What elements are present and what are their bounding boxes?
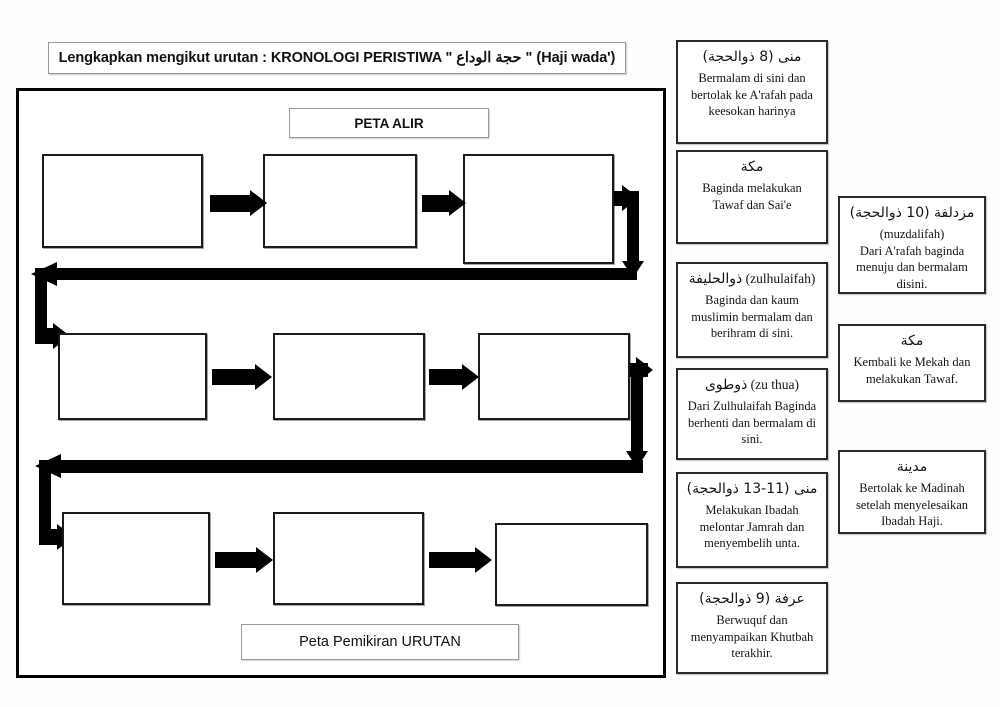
connector-row3-entry-shaft bbox=[39, 529, 61, 545]
info-card-zulhulaifah[interactable]: ذوالحليفة (zulhulaifah) Baginda dan kaum… bbox=[676, 262, 828, 358]
worksheet-title-banner: Lengkapkan mengikut urutan : KRONOLOGI P… bbox=[48, 42, 626, 74]
arrow-7-to-8-shaft bbox=[215, 552, 256, 568]
flow-map-frame: PETA ALIR Peta Pemikiran URUTAN bbox=[16, 88, 666, 678]
info-card-body: Bermalam di sini dan bertolak ke A'rafah… bbox=[691, 71, 813, 119]
flow-box-2[interactable] bbox=[263, 154, 417, 248]
arabic-label: مزدلفة (10 ذوالحجة) bbox=[849, 205, 975, 221]
arrow-1-to-2-shaft bbox=[210, 195, 250, 212]
connector-row3-left-vertical bbox=[39, 460, 51, 542]
arrow-5-to-6-shaft bbox=[429, 369, 462, 385]
flow-box-7[interactable] bbox=[62, 512, 210, 605]
arrow-5-to-6-head bbox=[462, 364, 479, 390]
info-card-heading: عرفة (9 ذوالحجة) bbox=[686, 590, 818, 608]
arabic-label: ذوطوى bbox=[704, 377, 748, 393]
info-card-arafah-9[interactable]: عرفة (9 ذوالحجة) Berwuquf dan menyampaik… bbox=[676, 582, 828, 674]
info-card-roman: (muzdalifah) bbox=[879, 227, 945, 242]
arabic-label: منى (11-13 ذوالحجة) bbox=[686, 481, 818, 497]
info-card-heading: مكة bbox=[686, 158, 818, 176]
info-card-mecca-return[interactable]: مكة Kembali ke Mekah dan melakukan Tawaf… bbox=[838, 324, 986, 402]
connector-row2-left-vertical bbox=[35, 268, 47, 340]
info-card-body: Dari Zulhulaifah Baginda berhenti dan be… bbox=[687, 399, 817, 447]
info-card-body: Melakukan Ibadah melontar Jamrah dan men… bbox=[699, 503, 805, 551]
arrow-1-to-2-head bbox=[250, 190, 267, 216]
info-card-heading: مزدلفة (10 ذوالحجة) bbox=[848, 204, 976, 222]
arabic-label: مكة bbox=[740, 159, 764, 175]
info-card-mecca-tawaf-sai[interactable]: مكة Baginda melakukan Tawaf dan Sai'e bbox=[676, 150, 828, 244]
flow-map-heading-text: PETA ALIR bbox=[354, 115, 424, 131]
flow-box-1[interactable] bbox=[42, 154, 203, 248]
arabic-label: منى (8 ذوالحجة) bbox=[702, 49, 802, 65]
arrow-8-to-9-shaft bbox=[429, 552, 475, 568]
info-card-body: Baginda melakukan Tawaf dan Sai'e bbox=[702, 181, 802, 212]
arrow-2-to-3-shaft bbox=[422, 195, 449, 212]
roman-label: (zu thua) bbox=[750, 377, 800, 392]
info-card-mina-11-13[interactable]: منى (11-13 ذوالحجة) Melakukan Ibadah mel… bbox=[676, 472, 828, 568]
info-card-heading: منى (8 ذوالحجة) bbox=[686, 48, 818, 66]
flow-box-6[interactable] bbox=[478, 333, 630, 420]
flow-map-footer-text: Peta Pemikiran URUTAN bbox=[299, 634, 461, 650]
info-card-body: Kembali ke Mekah dan melakukan Tawaf. bbox=[853, 355, 971, 386]
flow-map-footer-box: Peta Pemikiran URUTAN bbox=[241, 624, 519, 660]
info-card-mina-8[interactable]: منى (8 ذوالحجة) Bermalam di sini dan ber… bbox=[676, 40, 828, 144]
return-arrow-row2-shaft bbox=[49, 460, 643, 473]
info-card-madinah[interactable]: مدينة Bertolak ke Madinah setelah menyel… bbox=[838, 450, 986, 534]
info-card-heading: ذوطوى (zu thua) bbox=[686, 376, 818, 394]
arrow-4-to-5-shaft bbox=[212, 369, 255, 385]
arrow-8-to-9-head bbox=[475, 547, 492, 573]
info-card-heading: ذوالحليفة (zulhulaifah) bbox=[686, 270, 818, 288]
arrow-4-to-5-head bbox=[255, 364, 272, 390]
flow-box-3[interactable] bbox=[463, 154, 614, 264]
connector-row2-entry-shaft bbox=[35, 328, 57, 344]
flow-map-heading-box: PETA ALIR bbox=[289, 108, 489, 138]
flow-box-5[interactable] bbox=[273, 333, 425, 420]
arabic-label: مكة bbox=[900, 333, 924, 349]
info-card-heading: مكة bbox=[848, 332, 976, 350]
info-card-body: Berwuquf dan menyampaikan Khutbah terakh… bbox=[690, 613, 814, 661]
info-card-zu-thua[interactable]: ذوطوى (zu thua) Dari Zulhulaifah Baginda… bbox=[676, 368, 828, 460]
arabic-label: مدينة bbox=[896, 459, 928, 475]
flow-box-4[interactable] bbox=[58, 333, 207, 420]
flow-box-9[interactable] bbox=[495, 523, 648, 606]
connector-row2-vertical bbox=[631, 363, 643, 459]
info-card-heading: منى (11-13 ذوالحجة) bbox=[686, 480, 818, 498]
info-card-heading: مدينة bbox=[848, 458, 976, 476]
return-arrow-row1-shaft bbox=[45, 268, 637, 280]
info-card-body: Bertolak ke Madinah setelah menyelesaika… bbox=[855, 481, 969, 529]
arabic-label: ذوالحليفة bbox=[688, 271, 743, 287]
arrow-2-to-3-head bbox=[449, 190, 466, 216]
info-card-body: Dari A'rafah baginda menuju dan bermalam… bbox=[856, 243, 968, 291]
connector-row1-vertical bbox=[627, 191, 639, 269]
worksheet-title-text: Lengkapkan mengikut urutan : KRONOLOGI P… bbox=[58, 50, 616, 66]
info-card-body: Baginda dan kaum muslimin bermalam dan b… bbox=[691, 293, 813, 341]
info-card-muzdalifah[interactable]: مزدلفة (10 ذوالحجة) (muzdalifah) Dari A'… bbox=[838, 196, 986, 294]
flow-box-8[interactable] bbox=[273, 512, 424, 605]
arrow-7-to-8-head bbox=[256, 547, 273, 573]
roman-label: (zulhulaifah) bbox=[745, 271, 816, 286]
arabic-label: عرفة (9 ذوالحجة) bbox=[699, 591, 805, 607]
